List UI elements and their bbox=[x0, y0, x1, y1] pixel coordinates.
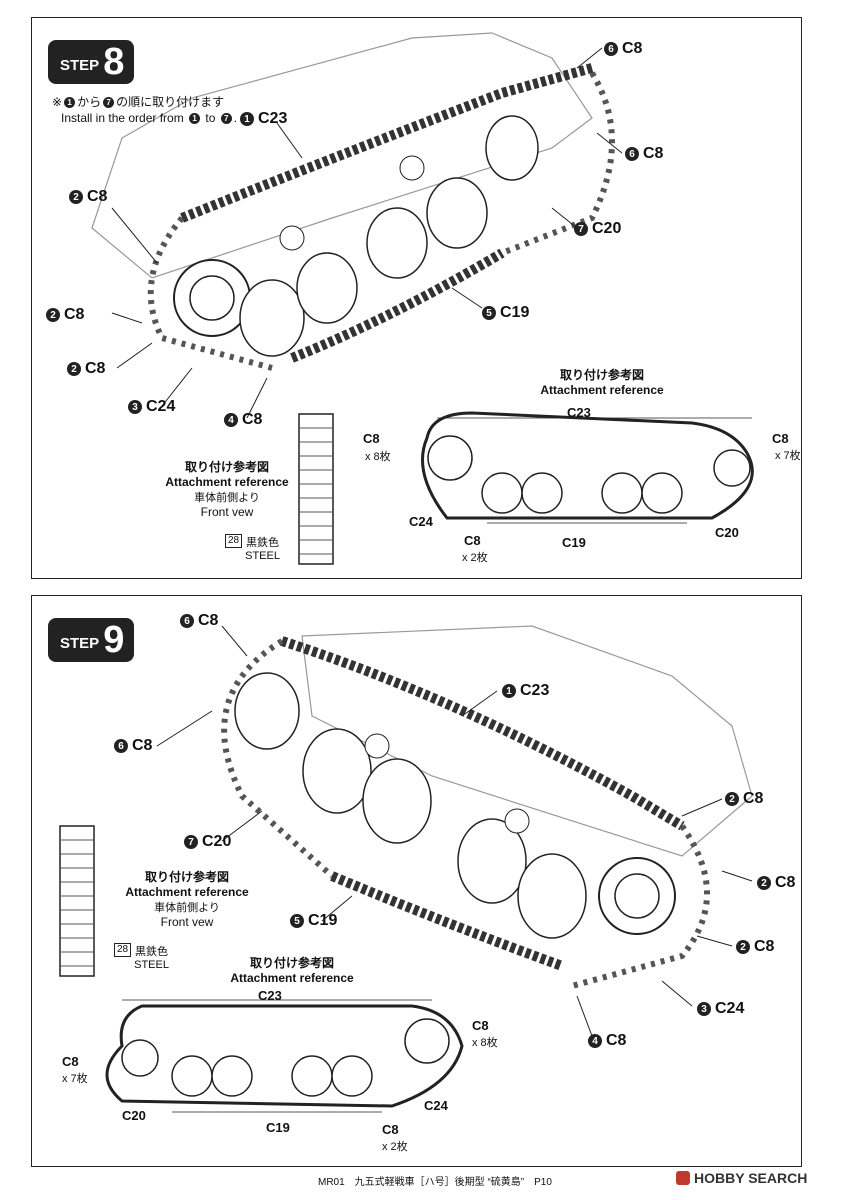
attachment-reference-title: 取り付け参考図 Attachment reference bbox=[230, 956, 354, 985]
attachment-reference-title: 取り付け参考図 Attachment reference bbox=[540, 368, 664, 397]
step-8-illustration bbox=[91, 32, 754, 565]
step-badge: STEP 8 bbox=[48, 40, 135, 84]
diagram-c8-bottom-count: x 2枚 bbox=[382, 1141, 408, 1153]
diagram-c8-bottom-count: x 2枚 bbox=[462, 552, 488, 564]
diagram-c20: C20 bbox=[122, 1108, 146, 1123]
front-view-title: 取り付け参考図 Attachment reference 車体前側より Fron… bbox=[165, 460, 289, 519]
diagram-c8-right-count: x 7枚 bbox=[775, 450, 801, 462]
diagram-c8-right: C8 bbox=[472, 1018, 489, 1033]
diagram-c19: C19 bbox=[562, 535, 586, 550]
diagram-c8-right-count: x 8枚 bbox=[472, 1037, 498, 1049]
hobby-search-logo: HOBBY SEARCH bbox=[676, 1170, 807, 1186]
diagram-c8-left-count: x 8枚 bbox=[365, 451, 391, 463]
diagram-c24: C24 bbox=[424, 1098, 448, 1113]
diagram-c8-left-count: x 7枚 bbox=[62, 1073, 88, 1085]
diagram-c8-left: C8 bbox=[363, 431, 380, 446]
diagram-c19: C19 bbox=[266, 1120, 290, 1135]
diagram-c23: C23 bbox=[567, 405, 591, 420]
step-number: 9 bbox=[103, 619, 125, 661]
logo-icon bbox=[676, 1171, 690, 1185]
step-number: 8 bbox=[103, 41, 125, 83]
step-word: STEP bbox=[60, 634, 100, 652]
diagram-c24: C24 bbox=[409, 514, 433, 529]
step-word: STEP bbox=[60, 56, 100, 74]
front-view-title: 取り付け参考図 Attachment reference 車体前側より Fron… bbox=[125, 870, 249, 929]
diagram-c23: C23 bbox=[258, 988, 282, 1003]
step-9-illustration bbox=[59, 625, 753, 1113]
diagram-c20: C20 bbox=[715, 525, 739, 540]
diagram-c8-bottom: C8 bbox=[382, 1122, 399, 1137]
diagram-c8-left: C8 bbox=[62, 1054, 79, 1069]
diagram-c8-right: C8 bbox=[772, 431, 789, 446]
order-note-en: Install in the order from 1 to 7. bbox=[61, 111, 238, 125]
page-footer: MR01 九五式軽戦車［ハ号］後期型 “硫黄島” P10 bbox=[318, 1177, 552, 1188]
step-badge: STEP 9 bbox=[48, 618, 135, 662]
diagram-c8-bottom: C8 bbox=[464, 533, 481, 548]
